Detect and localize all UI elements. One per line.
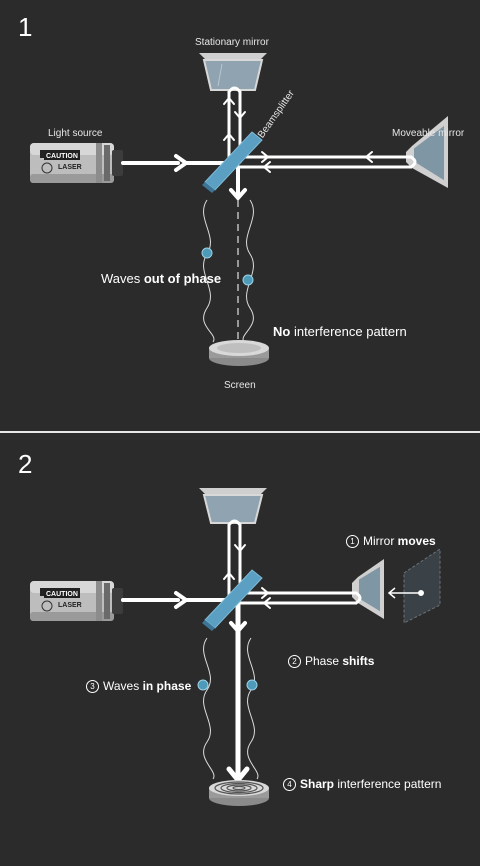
laser-caution-label: CAUTION [44,591,80,598]
light-beams [121,86,417,202]
laser-caution-label: CAUTION [44,153,80,160]
panel-1-out-of-phase: 1 [0,0,480,431]
moveable-mirror [406,116,448,188]
wave-marker-right [246,679,258,691]
moveable-mirror-label: Moveable mirror [392,128,465,139]
panel-number: 1 [18,12,33,42]
laser-light-source [30,581,123,621]
beamsplitter [202,131,263,193]
panel-divider [0,431,480,433]
stationary-mirror [199,53,267,91]
moveable-mirror-moved [352,559,384,619]
light-beams [121,519,362,784]
wave-marker-right [242,274,254,286]
light-source-label: Light source [48,128,103,139]
screen-with-interference-rings [209,780,269,806]
stationary-mirror-label: Stationary mirror [195,37,269,48]
waves-out-of-phase-label: Waves out of phase [101,271,222,286]
interferometer-diagram-1 [30,53,448,366]
screen-label: Screen [224,380,256,391]
no-interference-pattern-label: No interference pattern [273,324,407,339]
laser-light-source [30,143,123,183]
stationary-mirror [199,488,267,524]
moveable-mirror-original-ghost [403,548,441,624]
screen [209,340,269,366]
panel-number: 2 [18,449,33,479]
wave-marker-left [197,679,209,691]
laser-name-label: LASER [58,164,82,171]
wave-marker-left [201,247,213,259]
interferometer-diagram-2 [30,488,441,806]
mirror-move-arrow [387,587,424,599]
panel-2-in-phase: 2 [0,433,480,866]
beamsplitter [202,569,263,631]
waves-in-phase [203,637,259,780]
laser-name-label: LASER [58,602,82,609]
